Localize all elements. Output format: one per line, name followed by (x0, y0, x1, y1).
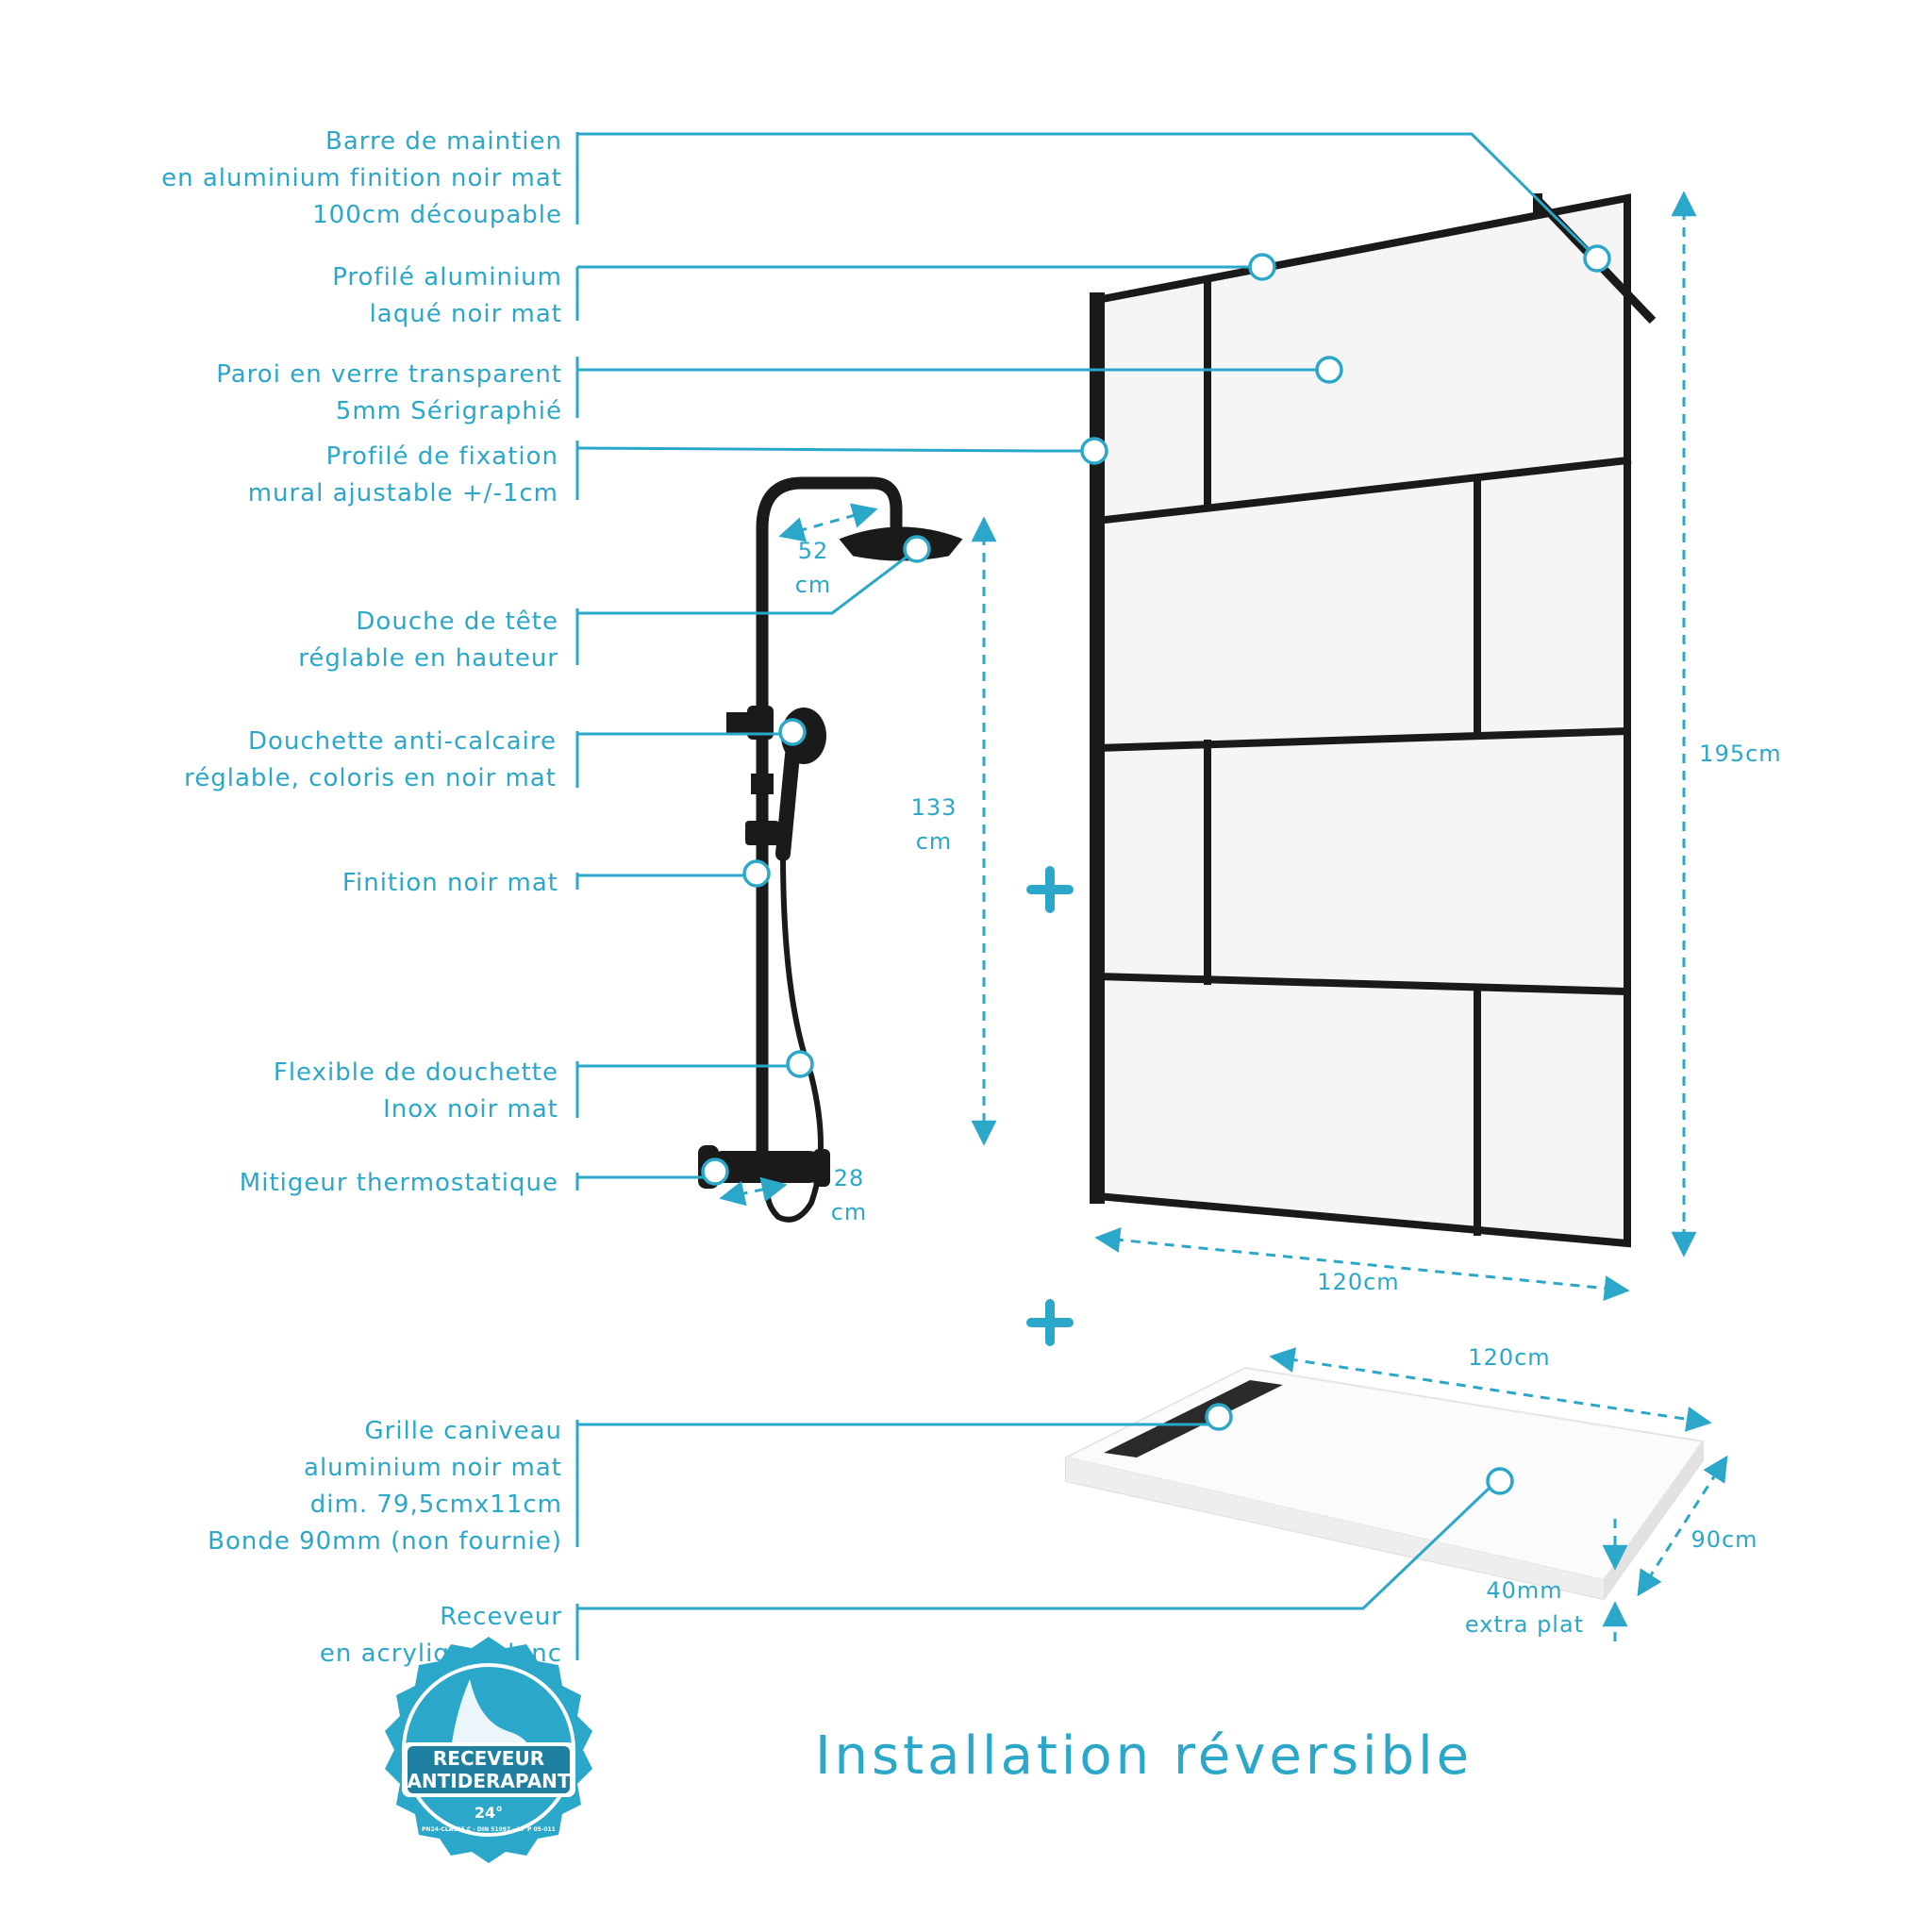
label-flexible-1: Flexible de douchette (274, 1058, 558, 1087)
label-receveur-1: Receveur (440, 1603, 562, 1631)
label-paroi-1: Paroi en verre transparent (216, 360, 562, 389)
anti-slip-badge: RECEVEUR ANTIDERAPANT 24° PN24-CLASSE C … (385, 1637, 592, 1863)
label-barre-1: Barre de maintien (325, 127, 562, 156)
label-barre-3: 100cm découpable (312, 201, 562, 229)
page-title: Installation réversible (815, 1725, 1473, 1787)
dim-tray-width: 120cm (1468, 1344, 1550, 1371)
foot-icon (451, 1679, 531, 1750)
label-flexible-2: Inox noir mat (383, 1095, 558, 1124)
drain-grate-icon (1104, 1380, 1283, 1457)
label-mitigeur: Mitigeur thermostatique (240, 1169, 558, 1197)
dim-panel-width: 120cm (1317, 1269, 1399, 1295)
badge-degree: 24° (475, 1804, 503, 1822)
shower-tray (1063, 1366, 1705, 1601)
label-barre-2: en aluminium finition noir mat (161, 164, 562, 192)
dim-mixer-value: 28 (834, 1165, 865, 1191)
label-douchette-1: Douchette anti-calcaire (248, 727, 557, 756)
badge-line2: ANTIDERAPANT (407, 1770, 570, 1792)
dim-tray-depth: 90cm (1690, 1526, 1757, 1553)
label-grille-1: Grille caniveau (365, 1417, 563, 1445)
label-grille-4: Bonde 90mm (non fournie) (208, 1527, 562, 1556)
dim-tray-height-value: 40mm (1486, 1577, 1562, 1604)
badge-small: PN24-CLASSE C - DIN 51097 - NF P 05-011 (422, 1826, 556, 1833)
labels: Barre de maintien en aluminium finition … (161, 127, 563, 1668)
dimension-labels: 52 cm 133 cm 28 cm 195cm 120cm 120cm 90c… (795, 538, 1781, 1638)
label-fixation-2: mural ajustable +/-1cm (248, 479, 558, 508)
dim-panel-height: 195cm (1699, 741, 1781, 767)
dim-head-value: 52 (798, 538, 829, 564)
label-profile-1: Profilé aluminium (332, 263, 562, 291)
label-grille-3: dim. 79,5cmx11cm (310, 1491, 562, 1519)
badge-line1: RECEVEUR (433, 1747, 544, 1770)
glass-panel (1090, 193, 1657, 1248)
label-douche-tete-2: réglable en hauteur (298, 644, 558, 673)
label-douchette-2: réglable, coloris en noir mat (184, 764, 557, 792)
dim-column-unit: cm (916, 828, 953, 855)
leader-lines (575, 132, 1599, 1660)
dim-mixer-unit: cm (831, 1199, 868, 1225)
plus-icons (1026, 866, 1074, 1346)
dim-column-value: 133 (911, 794, 958, 821)
label-profile-2: laqué noir mat (370, 300, 562, 328)
dim-tray-height-note: extra plat (1465, 1611, 1584, 1638)
label-fixation-1: Profilé de fixation (326, 442, 558, 471)
label-finition: Finition noir mat (342, 869, 558, 897)
label-grille-2: aluminium noir mat (304, 1454, 562, 1482)
shower-head-icon (839, 526, 963, 561)
leader-markers (701, 244, 1611, 1495)
mixer-icon (709, 1151, 823, 1183)
dimension-arrows (719, 191, 1728, 1641)
dim-head-unit: cm (795, 572, 832, 598)
label-douche-tete-1: Douche de tête (356, 608, 558, 636)
label-paroi-2: 5mm Sérigraphié (336, 397, 562, 425)
